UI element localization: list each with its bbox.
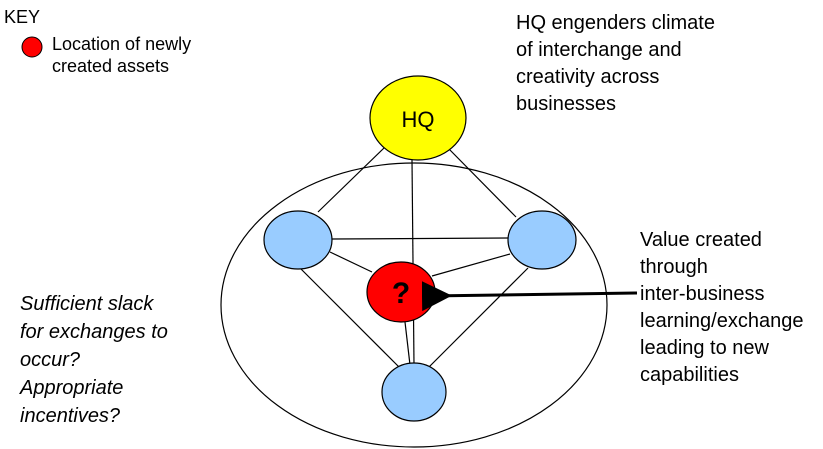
line-hq-bottom: [411, 159, 415, 366]
hq-node: [369, 75, 467, 161]
key-label-line: created assets: [52, 56, 170, 76]
key-marker: [21, 36, 43, 58]
value-annotation-line: learning/exchange: [640, 310, 804, 332]
line-left-right: [331, 237, 509, 240]
slack-annotation-line: Sufficient slack: [20, 293, 154, 315]
connection-lines: [299, 147, 529, 369]
value-arrow: [421, 281, 638, 312]
hq-annotation-line: businesses: [516, 93, 617, 115]
business-node-left: [263, 210, 333, 270]
line-right-bottom: [427, 267, 529, 369]
slack-annotation-line: incentives?: [20, 405, 121, 427]
business-group-ellipse: [220, 162, 608, 448]
hq-annotation-line: creativity across: [516, 66, 660, 88]
hq-node-label: HQ: [402, 107, 435, 132]
business-node-right: [507, 210, 577, 270]
key-title: KEY: [4, 7, 41, 27]
business-node-bottom: [381, 362, 447, 422]
hq-annotation-line: HQ engenders climate: [516, 12, 715, 34]
value-annotation-line: Value created: [640, 229, 762, 251]
line-hq-left: [317, 147, 385, 213]
value-annotation-line: capabilities: [640, 364, 739, 386]
slack-annotation-line: for exchanges to: [20, 321, 168, 343]
value-annotation-line: leading to new: [640, 337, 769, 359]
line-right-center: [431, 253, 511, 277]
line-left-bottom: [299, 267, 401, 369]
value-annotation-line: inter-business: [640, 283, 765, 305]
key-label-line: Location of newly: [52, 34, 192, 54]
hq-annotation-line: of interchange and: [516, 39, 682, 61]
slack-annotation-line: Appropriate: [20, 377, 124, 399]
slack-annotation: Sufficient slack for exchanges to occur?…: [20, 290, 210, 430]
new-asset-label: ?: [392, 277, 410, 310]
value-annotation: Value created through inter-business lea…: [640, 227, 820, 389]
key-label: Location of newly created assets: [52, 33, 222, 77]
line-hq-right: [447, 147, 517, 218]
slack-annotation-line: occur?: [20, 349, 81, 371]
line-left-center: [329, 251, 373, 273]
value-annotation-line: through: [640, 256, 708, 278]
line-center-bottom: [404, 321, 411, 366]
hq-annotation: HQ engenders climate of interchange and …: [516, 10, 756, 118]
